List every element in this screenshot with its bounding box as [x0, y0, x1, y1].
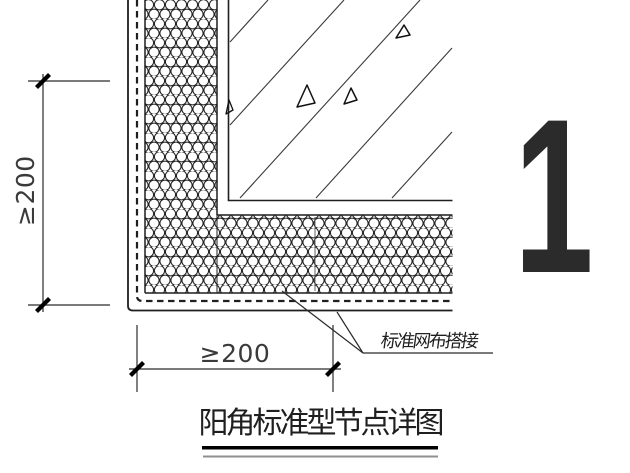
detail-title: 阳角标准型节点详图 — [199, 407, 443, 440]
outer-finish-line — [127, 0, 453, 312]
figure-number: 1 — [514, 74, 594, 319]
title-underline-secondary — [203, 455, 438, 458]
dim-tick-icons — [35, 73, 51, 313]
mesh-dashed-line — [135, 0, 450, 303]
vertical-dimension-lines — [28, 74, 110, 312]
leader-lines — [281, 290, 493, 354]
mesh-overlap-callout: 标准网布搭接 — [281, 290, 493, 354]
detail-title-block: 阳角标准型节点详图 — [199, 407, 445, 458]
title-underline-primary — [202, 446, 438, 450]
vertical-dimension: ≥200 — [11, 73, 110, 313]
concrete-hatch-lines — [229, 0, 453, 199]
aggregate-triangle-icons — [225, 24, 411, 115]
insulation-layer-hatch — [145, 0, 453, 293]
horizontal-dimension-lines — [129, 325, 341, 392]
dim-tick-icons — [129, 361, 341, 377]
insulation-boundary-lines — [144, 0, 453, 294]
horizontal-dim-value: ≥200 — [200, 339, 271, 368]
vertical-dim-value: ≥200 — [11, 155, 40, 226]
horizontal-dimension: ≥200 — [129, 325, 341, 392]
wall-face-line — [227, 0, 453, 202]
mesh-overlap-label: 标准网布搭接 — [379, 331, 480, 351]
